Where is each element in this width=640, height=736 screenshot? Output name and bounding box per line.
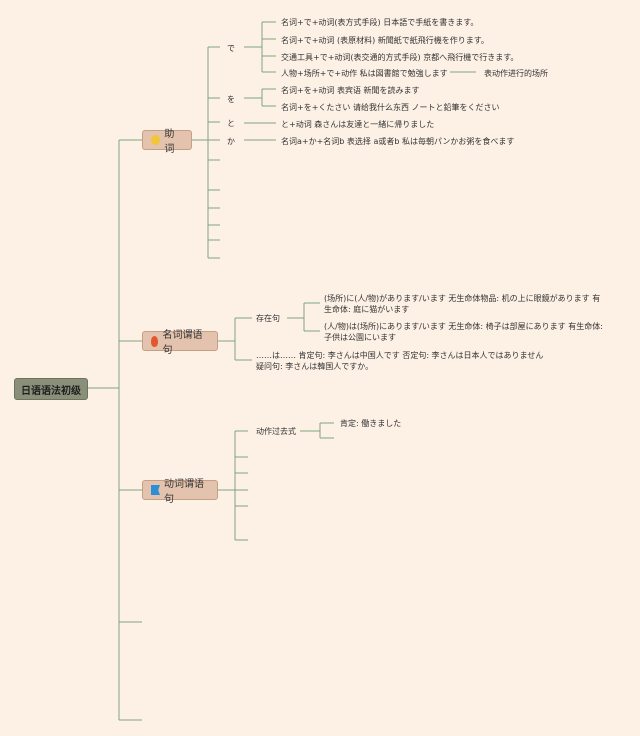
leaf-item[interactable]: 名词+で+动词 (表原材料) 新聞紙で紙飛行機を作ります。 xyxy=(281,36,489,45)
root-node[interactable]: 日语语法初级 xyxy=(14,378,88,400)
leaf-item[interactable]: 交通工具+で+动词(表交通的方式手段) 京都へ飛行機で行きます。 xyxy=(281,53,519,62)
leaf-item[interactable]: 名词+を+动词 表宾语 新聞を読みます xyxy=(281,86,420,95)
particle-de[interactable]: で xyxy=(227,44,235,53)
leaf-item[interactable]: (场所)に(人/物)があります/います 无生命体物品: 机の上に眼鏡があります … xyxy=(324,294,601,314)
branch-particles[interactable]: 助词 xyxy=(142,129,192,155)
existence-sentence[interactable]: 存在句 xyxy=(256,314,280,323)
flag-icon xyxy=(151,485,160,495)
fire-icon xyxy=(151,335,159,347)
verb-past-tense[interactable]: 动作过去式 xyxy=(256,427,296,436)
branch-verb-predicate[interactable]: 动词谓语句 xyxy=(142,479,218,505)
leaf-note[interactable]: 表动作进行的场所 xyxy=(484,69,548,78)
particle-wo[interactable]: を xyxy=(227,95,235,104)
branch-label: 名词谓语句 xyxy=(162,330,203,356)
branch-noun-predicate[interactable]: 名词谓语句 xyxy=(142,330,218,356)
wa-sentence[interactable]: ……は…… 肯定句: 李さんは中国人です 否定句: 李さんは日本人ではありません… xyxy=(256,351,544,371)
branch-label: 动词谓语句 xyxy=(164,479,204,505)
leaf-item[interactable]: 人物+场所+で+动作 私は図書館で勉強します xyxy=(281,69,448,78)
leaf-item[interactable]: 名词a+か+名词b 表选择 a或者b 私は毎朝パンかお粥を食べます xyxy=(281,137,515,146)
leaf-item[interactable]: 肯定: 働きました xyxy=(340,419,402,428)
leaf-item[interactable]: と+动词 森さんは友達と一緒に帰りました xyxy=(281,120,435,129)
particle-to[interactable]: と xyxy=(227,119,235,128)
leaf-item[interactable]: 名词+を+くたさい 请给我什么东西 ノートと鉛筆をください xyxy=(281,103,500,112)
particle-ka[interactable]: か xyxy=(227,137,235,146)
branch-label: 助词 xyxy=(164,129,175,155)
leaf-item[interactable]: (人/物)は(场所)にあります/います 无生命体: 椅子は部屋にあります 有生命… xyxy=(324,322,603,342)
leaf-item[interactable]: 名词+で+动词(表方式手段) 日本語で手紙を書きます。 xyxy=(281,18,479,27)
star-icon xyxy=(151,135,161,145)
